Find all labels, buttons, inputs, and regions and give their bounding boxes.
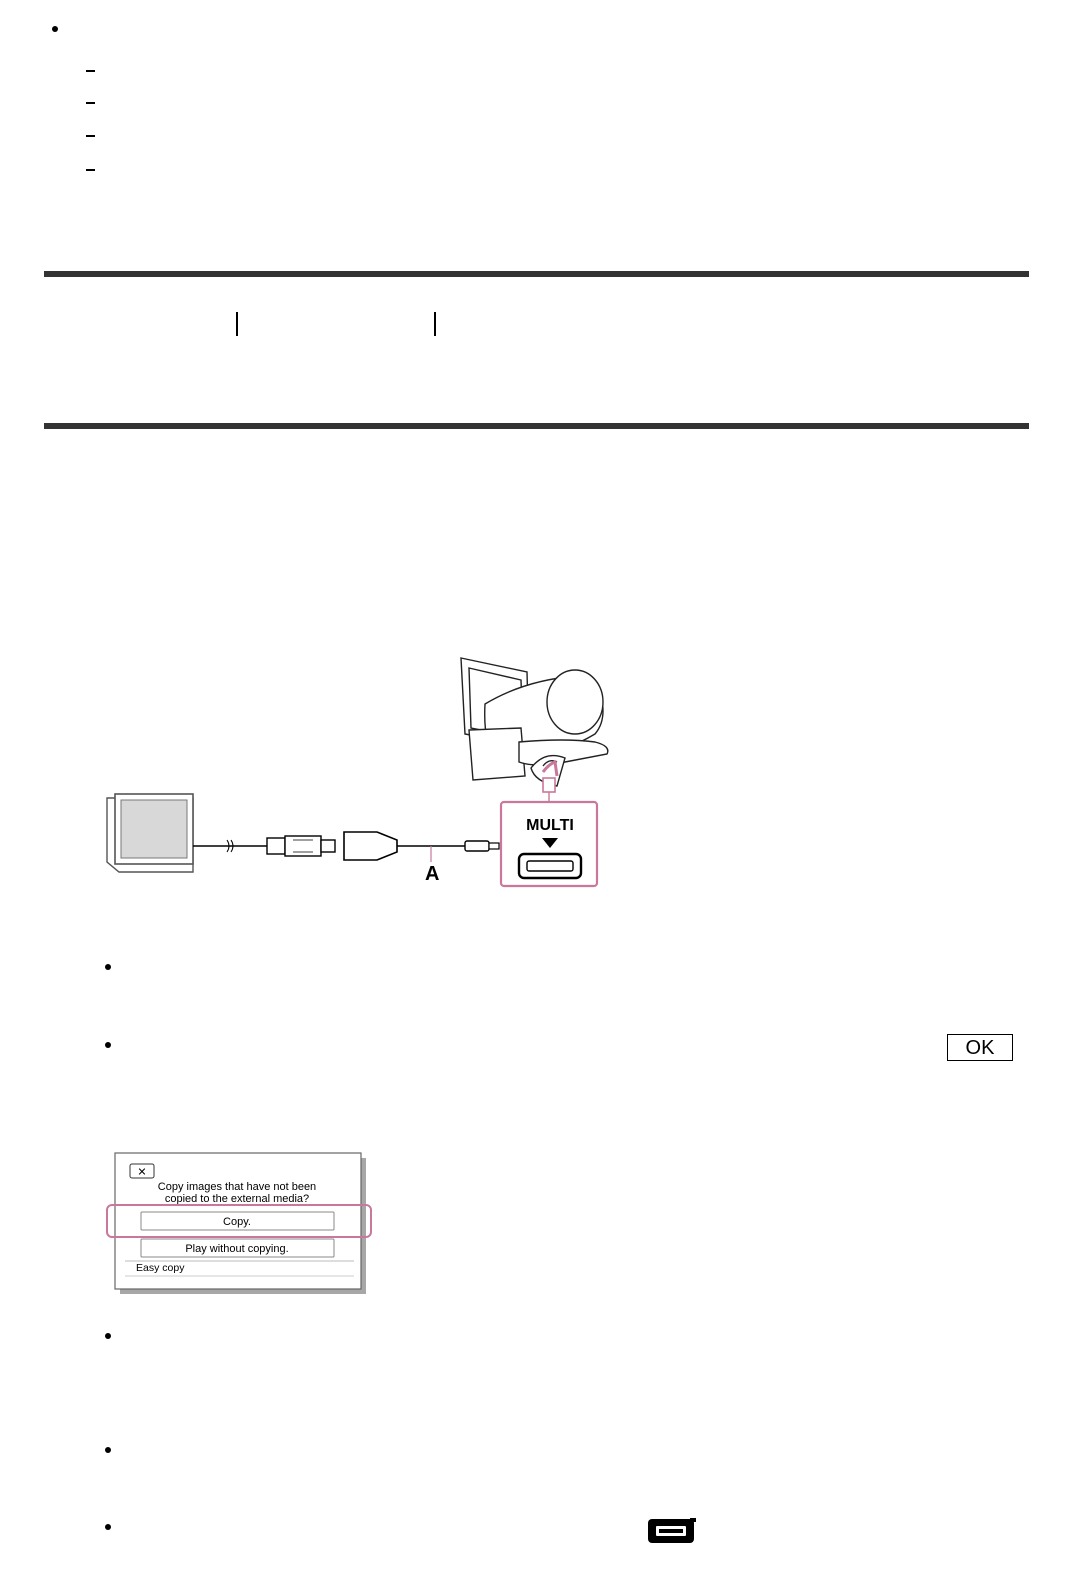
copy-dialog: ✕ Copy images that have not been copied … xyxy=(106,1152,372,1294)
bullet-icon xyxy=(105,1333,111,1339)
cable-callout-label: A xyxy=(425,863,439,885)
dash-icon xyxy=(86,102,95,104)
bullet-icon xyxy=(105,1524,111,1530)
nav-separator xyxy=(434,312,436,336)
close-glyph: ✕ xyxy=(137,1166,146,1179)
play-without-copying-label: Play without copying. xyxy=(185,1243,288,1255)
dash-icon xyxy=(86,70,95,72)
external-media-device-icon xyxy=(106,793,194,873)
movie-mode-icon xyxy=(648,1518,696,1543)
nav-separator xyxy=(236,312,238,336)
dash-icon xyxy=(86,169,95,171)
ok-button[interactable]: OK xyxy=(947,1034,1013,1061)
bullet-icon xyxy=(105,1042,111,1048)
play-without-copying-button[interactable] xyxy=(140,1238,335,1258)
top-rule xyxy=(44,271,1029,277)
dialog-footer: Easy copy xyxy=(136,1262,185,1274)
bottom-rule xyxy=(44,423,1029,429)
bullet-icon xyxy=(105,1447,111,1453)
dialog-question-line1: Copy images that have not been xyxy=(158,1181,316,1193)
connection-diagram: A MULTI xyxy=(106,657,609,888)
copy-button-label: Copy. xyxy=(223,1216,251,1228)
dialog-question-line2: copied to the external media? xyxy=(165,1193,309,1205)
copy-button-highlight xyxy=(106,1204,372,1238)
multi-port-label: MULTI xyxy=(526,817,574,834)
copy-button[interactable] xyxy=(140,1211,335,1231)
bullet-icon xyxy=(105,964,111,970)
bullet-icon xyxy=(52,26,58,32)
down-arrow-icon xyxy=(542,838,558,848)
dash-icon xyxy=(86,135,95,137)
close-icon[interactable] xyxy=(129,1163,155,1179)
camcorder-icon xyxy=(460,657,609,787)
